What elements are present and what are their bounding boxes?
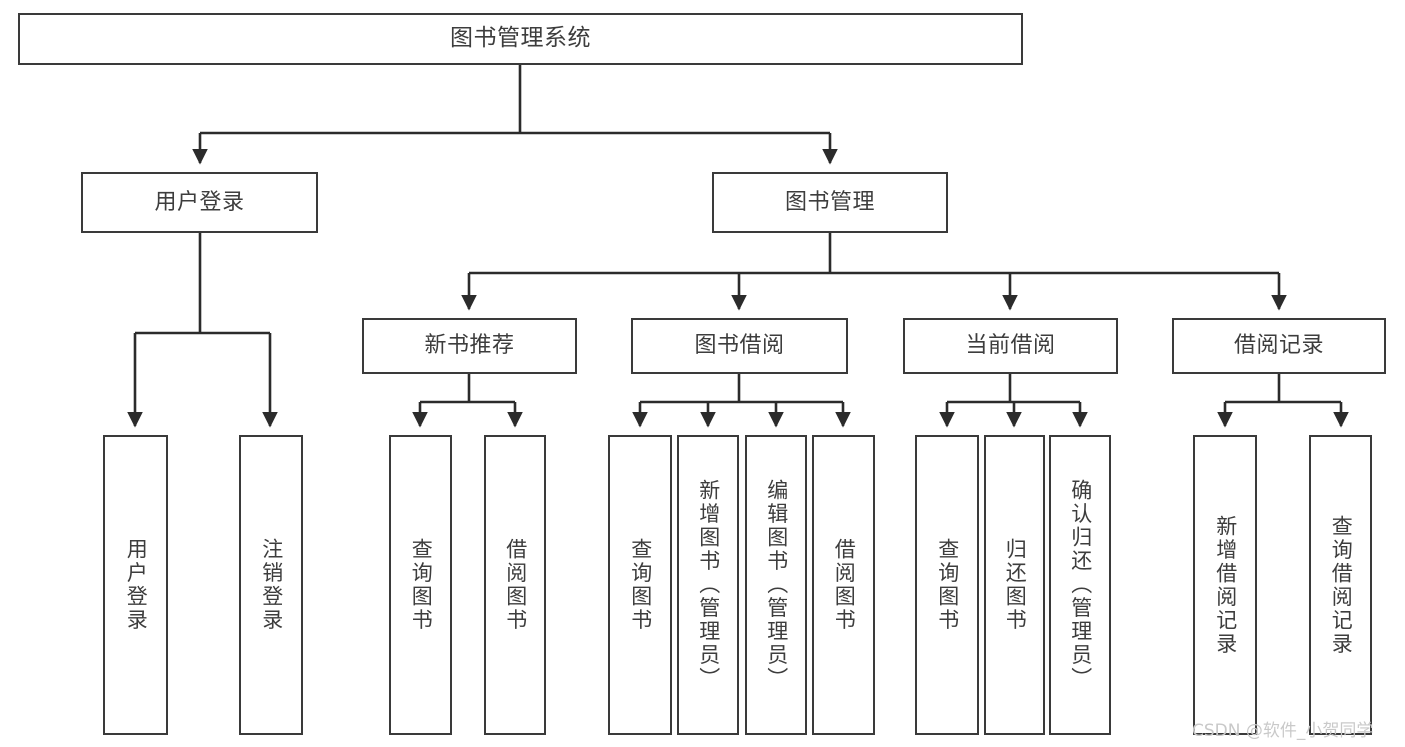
leaf-query-record[interactable]: 查询借阅记录 [1309,435,1372,735]
leaf-borrow-book-1[interactable]: 借阅图书 [484,435,546,735]
node-label: 确认归还（管理员） [1068,479,1093,691]
node-label: 借阅图书 [832,538,857,632]
leaf-add-record[interactable]: 新增借阅记录 [1193,435,1257,735]
leaf-edit-book[interactable]: 编辑图书（管理员） [745,435,807,735]
node-label: 当前借阅 [965,333,1056,359]
node-label: 查询借阅记录 [1329,514,1354,656]
node-borrow-record[interactable]: 借阅记录 [1172,318,1386,374]
node-label: 图书管理 [784,189,875,215]
node-label: 查询图书 [409,538,434,632]
node-label: 新增图书（管理员） [696,479,721,691]
node-label: 用户登录 [124,538,149,632]
node-label: 归还图书 [1003,538,1028,632]
leaf-confirm-return[interactable]: 确认归还（管理员） [1049,435,1111,735]
node-label: 新书推荐 [424,333,515,359]
csdn-watermark: CSDN @软件_小贺同学 [1192,721,1374,741]
leaf-return-book[interactable]: 归还图书 [984,435,1045,735]
node-label: 查询图书 [628,538,653,632]
leaf-add-book[interactable]: 新增图书（管理员） [677,435,739,735]
node-label: 新增借阅记录 [1213,514,1238,656]
leaf-user-login[interactable]: 用户登录 [103,435,168,735]
node-label: 注销登录 [259,538,284,632]
node-book-borrow[interactable]: 图书借阅 [631,318,848,374]
node-user-login[interactable]: 用户登录 [81,172,318,233]
node-label: 图书借阅 [694,333,785,359]
node-label: 图书管理系统 [450,25,591,52]
leaf-borrow-book-2[interactable]: 借阅图书 [812,435,875,735]
leaf-user-logout[interactable]: 注销登录 [239,435,303,735]
leaf-query-book-1[interactable]: 查询图书 [389,435,452,735]
leaf-query-book-2[interactable]: 查询图书 [608,435,672,735]
node-label: 查询图书 [935,538,960,632]
node-current-borrow[interactable]: 当前借阅 [903,318,1118,374]
node-new-book-recommend[interactable]: 新书推荐 [362,318,577,374]
node-label: 借阅图书 [503,538,528,632]
node-label: 编辑图书（管理员） [764,479,789,691]
leaf-query-book-3[interactable]: 查询图书 [915,435,979,735]
node-book-manage[interactable]: 图书管理 [712,172,948,233]
node-root-system[interactable]: 图书管理系统 [18,13,1023,65]
node-label: 借阅记录 [1233,333,1324,359]
node-label: 用户登录 [154,189,245,215]
